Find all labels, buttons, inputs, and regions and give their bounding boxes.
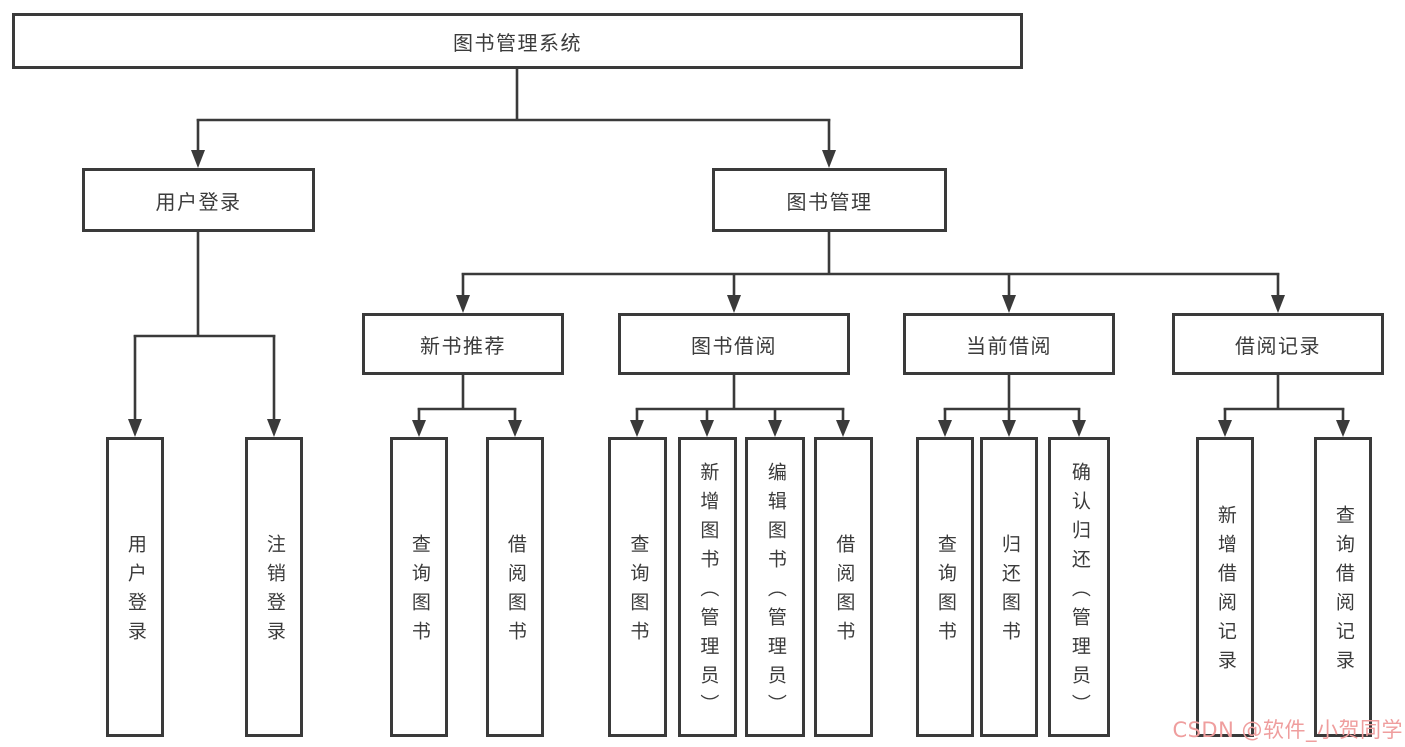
node-label: 用户登录 [124,534,147,650]
node-label: 图书管理系统 [453,30,582,55]
node-label: 查询图书 [408,534,431,650]
csdn-watermark: CSDN @软件_小贺同学 [1172,718,1403,742]
node-label: 查询借阅记录 [1332,505,1355,679]
leaf-query-books: 查询图书 [916,437,974,737]
node-new-book-recommendation: 新书推荐 [362,313,564,375]
node-label: 编辑图书（管理员） [764,461,787,723]
leaf-borrow-books: 借阅图书 [486,437,544,737]
node-label: 查询图书 [934,534,957,650]
node-label: 图书借阅 [691,333,777,358]
leaf-add-book-admin: 新增图书（管理员） [678,437,737,737]
node-label: 查询图书 [627,534,650,650]
leaf-return-books: 归还图书 [980,437,1038,737]
node-label: 借阅记录 [1235,333,1321,358]
node-library-management-system: 图书管理系统 [12,13,1023,69]
node-book-borrowing: 图书借阅 [618,313,850,375]
node-label: 借阅图书 [833,534,856,650]
node-label: 图书管理 [786,189,873,214]
node-label: 归还图书 [998,534,1021,650]
leaf-query-books: 查询图书 [608,437,667,737]
leaf-query-books: 查询图书 [390,437,448,737]
leaf-logout: 注销登录 [245,437,303,737]
node-current-borrowing: 当前借阅 [903,313,1115,375]
node-label: 新增图书（管理员） [697,461,720,723]
leaf-borrow-books: 借阅图书 [814,437,873,737]
node-label: 新增借阅记录 [1214,505,1237,679]
node-label: 确认归还（管理员） [1068,461,1091,723]
leaf-add-borrow-record: 新增借阅记录 [1196,437,1254,737]
leaf-user-login: 用户登录 [106,437,164,737]
node-label: 用户登录 [155,189,242,214]
leaf-query-borrow-record: 查询借阅记录 [1314,437,1372,737]
leaf-confirm-return-admin: 确认归还（管理员） [1048,437,1110,737]
node-borrowing-records: 借阅记录 [1172,313,1384,375]
node-label: 当前借阅 [966,333,1052,358]
node-label: 新书推荐 [420,333,506,358]
node-label: 注销登录 [263,534,286,650]
node-book-management: 图书管理 [712,168,947,232]
node-label: 借阅图书 [504,534,527,650]
leaf-edit-book-admin: 编辑图书（管理员） [745,437,805,737]
node-user-login: 用户登录 [82,168,315,232]
